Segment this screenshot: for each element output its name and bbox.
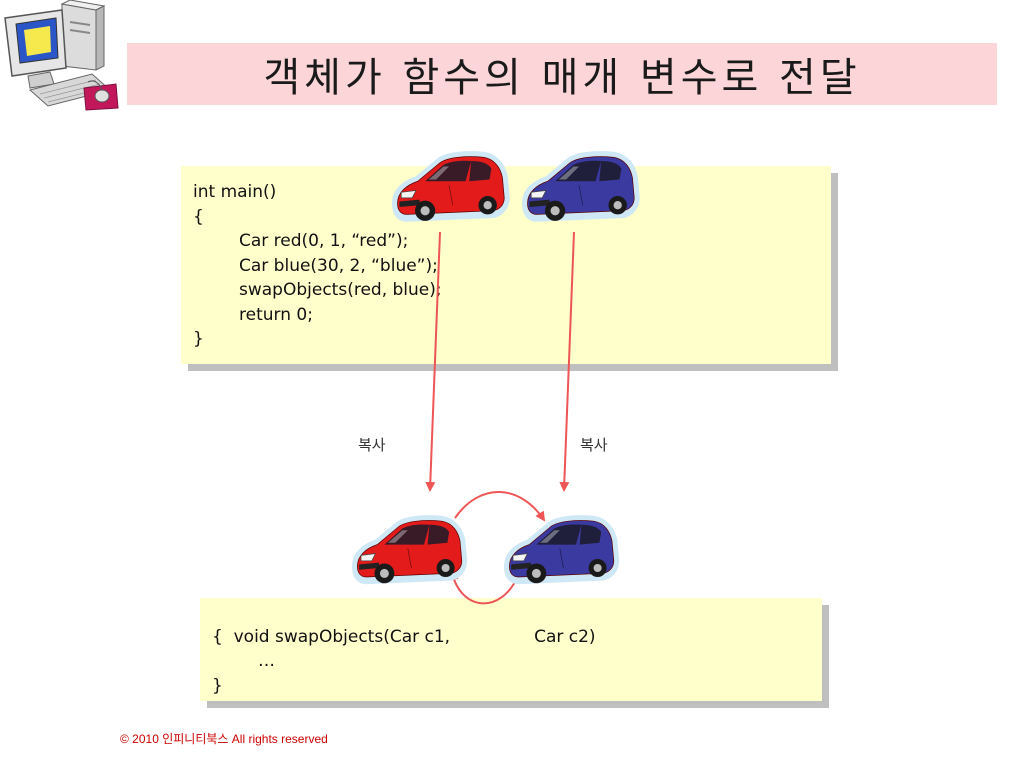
red-car-icon <box>396 155 506 221</box>
swap-arrow-to-blue <box>455 492 544 520</box>
red-car-icon <box>356 519 464 584</box>
footer-copyright: © 2010 인피니티북스 All rights reserved <box>120 730 328 747</box>
copy-arrow-red <box>430 232 440 490</box>
copy-arrow-blue <box>564 232 574 490</box>
blue-car-icon <box>508 519 616 584</box>
blue-car-icon <box>526 155 636 221</box>
